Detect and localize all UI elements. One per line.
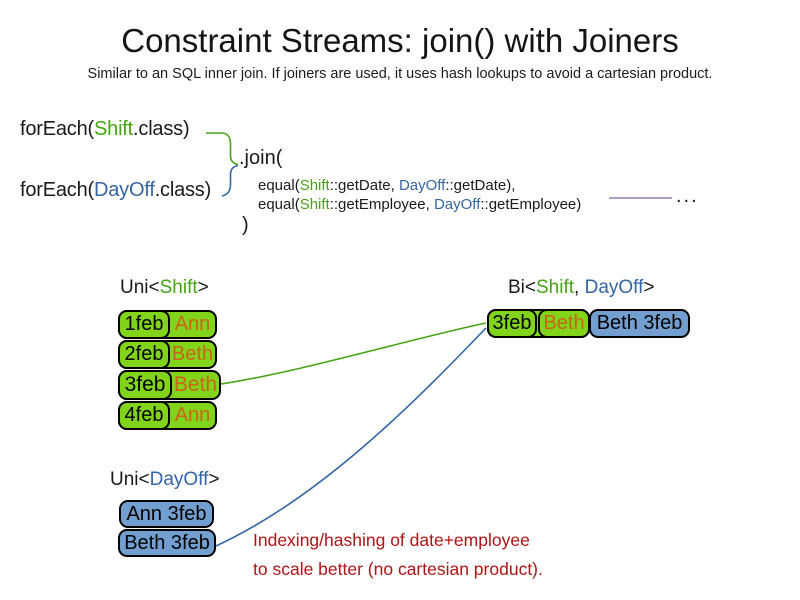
bi-label: Bi<Shift, DayOff> [508,277,654,299]
bi-tuple: 3feb Beth Beth 3feb [487,309,690,338]
dayoff-class-token: DayOff [94,179,155,201]
shift-class-token: Shift [299,177,330,194]
code-text: equal( [258,177,300,194]
brace-bottom-line [221,164,239,197]
shift-date-cell: 1feb [118,310,170,339]
code-ellipsis: ... [676,185,699,207]
note-line: Indexing/hashing of date+employee [253,530,530,550]
code-text: ::getEmployee, [329,195,434,213]
code-join-open: .join( [239,147,283,169]
shift-row: 2feb Beth [118,340,217,369]
code-text: forEach( [20,118,94,140]
bi-shift-employee-cell: Beth [538,309,590,338]
shift-employee-cell: Ann [174,313,211,335]
uni-shift-label: Uni<Shift> [120,277,209,299]
code-text: equal( [258,195,300,213]
dayoff-row-joined: Beth 3feb [118,529,216,557]
bi-shift-fact: 3feb Beth [487,309,590,338]
code-foreach-dayoff: forEach(DayOff.class) [20,179,211,202]
shift-row: 1feb Ann [118,310,217,339]
label-part: > [208,469,220,490]
label-part: > [197,277,209,298]
shift-employee-cell: Beth [173,373,218,396]
dayoff-type-token: DayOff [584,277,644,298]
shift-class-token: Shift [299,195,330,213]
dayoff-class-token: DayOff [433,195,481,213]
label-part: > [643,277,655,298]
dayoff-join-line [215,327,487,547]
shift-join-line [220,322,487,385]
shift-employee-cell: Beth [171,343,214,365]
code-foreach-shift: forEach(Shift.class) [20,118,190,141]
code-joiners: equal(Shift::getDate, DayOff::getDate), … [258,177,581,214]
uni-shift-table: 1feb Ann 2feb Beth 3feb Beth 4feb Ann [118,310,221,430]
shift-row-joined: 3feb Beth [118,370,221,400]
dayoff-class-token: DayOff [398,177,446,194]
label-part: Uni< [110,469,150,490]
label-part: , [574,277,585,298]
code-joiner-date: equal(Shift::getDate, DayOff::getDate), [258,177,581,196]
code-text: ::getDate, [329,177,399,194]
bi-dayoff-fact: Beth 3feb [589,309,690,338]
code-text: ::getEmployee) [480,195,582,213]
code-join-close: ) [242,214,249,236]
code-text: ::getDate), [445,177,516,194]
uni-dayoff-table: Ann 3feb Beth 3feb [118,500,216,557]
code-text: .class) [133,118,190,140]
dayoff-type-token: DayOff [149,469,209,490]
note-text: Indexing/hashing of date+employee to sca… [253,526,543,583]
bi-shift-date-cell: 3feb [487,309,537,338]
brace-top-line [206,132,239,166]
shift-type-token: Shift [159,277,198,298]
page-subtitle: Similar to an SQL inner join. If joiners… [87,66,713,82]
shift-date-cell: 4feb [118,401,170,430]
label-part: Bi< [508,277,536,298]
label-part: Uni< [120,277,160,298]
shift-date-cell: 3feb [118,370,172,400]
shift-date-cell: 2feb [118,340,170,369]
page-title: Constraint Streams: join() with Joiners [121,22,679,59]
code-text: .class) [154,179,212,201]
uni-dayoff-label: Uni<DayOff> [110,469,220,491]
code-text: forEach( [20,179,94,201]
shift-employee-cell: Ann [174,404,211,426]
dayoff-row: Ann 3feb [119,500,214,528]
shift-class-token: Shift [94,118,134,140]
code-joiner-employee: equal(Shift::getEmployee, DayOff::getEmp… [258,196,581,215]
shift-row: 4feb Ann [118,401,217,430]
note-line: to scale better (no cartesian product). [253,558,543,579]
shift-type-token: Shift [536,277,575,298]
